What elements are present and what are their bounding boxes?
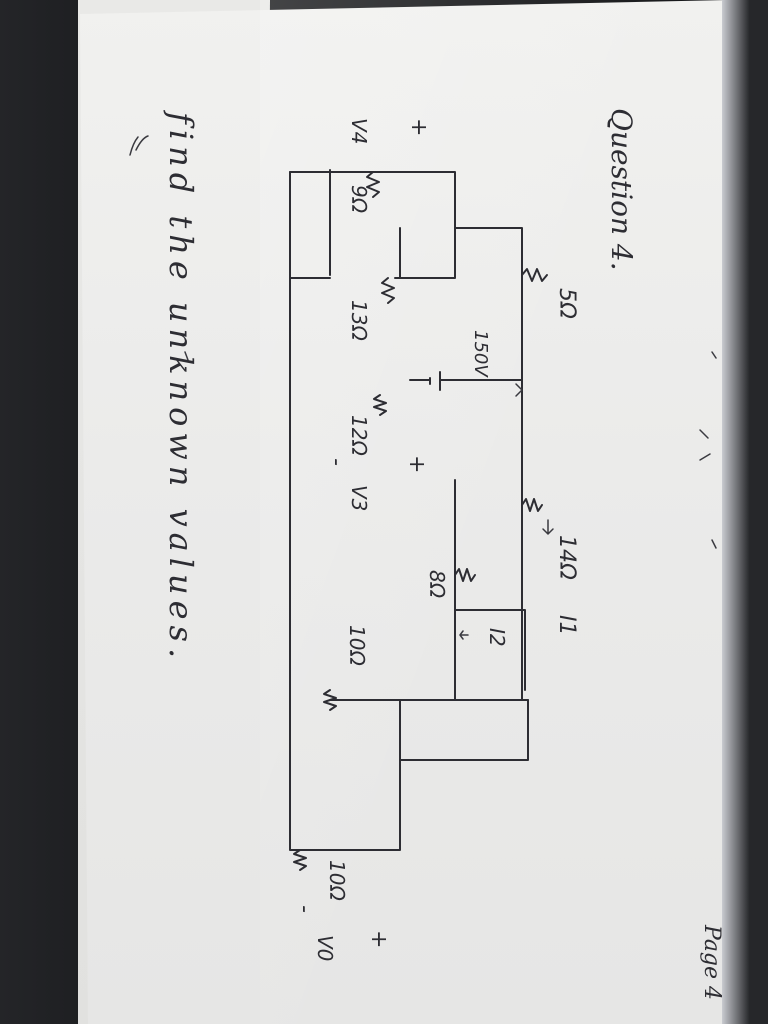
- label-150v: 150V: [470, 330, 491, 378]
- edge-tick-2: [711, 351, 717, 359]
- edge-tick-3: [711, 539, 717, 549]
- source-arrow: [515, 383, 523, 397]
- resistor-8-symbol: [454, 568, 476, 582]
- instruction-text: find the unknown values.: [162, 110, 200, 664]
- resistor-12-symbol: [373, 394, 387, 416]
- label-5-ohm: 5Ω: [554, 288, 579, 319]
- edge-tick-1: [184, 351, 189, 361]
- wire-5-branch: [454, 227, 523, 481]
- wire-top-box: [289, 171, 456, 279]
- voltage-source-150: [409, 371, 441, 391]
- label-10a-ohm: 10Ω: [345, 625, 369, 666]
- edge-scribble: [699, 429, 711, 461]
- label-i2: I2: [485, 628, 509, 647]
- wire-right-inner: [399, 699, 529, 761]
- wire-right-loop: [289, 699, 529, 851]
- label-v3: V3: [347, 485, 371, 511]
- question-title-text: Question 4.: [605, 108, 638, 271]
- label-13-ohm: 13Ω: [347, 300, 371, 341]
- label-10b-ohm: 10Ω: [325, 860, 349, 901]
- plus-v3: +: [404, 455, 429, 473]
- resistor-13-symbol: [381, 277, 395, 304]
- page-number-text: Page 4: [699, 924, 724, 1000]
- plus-v4: +: [406, 118, 431, 136]
- label-v0: V0: [313, 935, 337, 961]
- resistor-10b-symbol: [293, 849, 307, 871]
- wire-14-loop: [454, 479, 523, 701]
- page-number: Page 4: [699, 924, 724, 1000]
- i2-arrow: [459, 630, 469, 640]
- minus-v3: -: [324, 458, 349, 466]
- underlying-sheet-marks: [129, 135, 717, 549]
- label-9-ohm: 9Ω: [347, 185, 371, 214]
- resistor-9-symbol: [366, 171, 380, 198]
- label-14-ohm: 14Ω: [554, 535, 579, 580]
- paper-sheen: [260, 0, 720, 1024]
- instruction: find the unknown values.: [162, 110, 200, 664]
- minus-v0: -: [292, 905, 317, 913]
- resistors: [293, 171, 548, 871]
- label-i1: I1: [554, 615, 579, 636]
- i1-arrow: [542, 519, 554, 535]
- label-8-ohm: 8Ω: [425, 570, 449, 599]
- plus-v0: +: [366, 930, 391, 948]
- label-v4: V4: [347, 118, 371, 144]
- circuit-wires: [289, 169, 529, 851]
- resistor-10a-symbol: [323, 689, 337, 711]
- resistor-14-symbol: [521, 498, 543, 512]
- current-arrows: [459, 383, 554, 640]
- top-left-scribble: [129, 135, 149, 156]
- question-title: Question 4.: [605, 108, 638, 271]
- paper-sheet: [80, 0, 728, 1024]
- circuit-labels: 5Ω 9Ω 13Ω 150V 12Ω V3 14Ω I1: [292, 118, 579, 961]
- paper-right-edge: [722, 0, 768, 1024]
- label-12-ohm: 12Ω: [347, 415, 371, 456]
- wire-8-branch: [454, 559, 526, 691]
- resistor-5-symbol: [521, 268, 548, 282]
